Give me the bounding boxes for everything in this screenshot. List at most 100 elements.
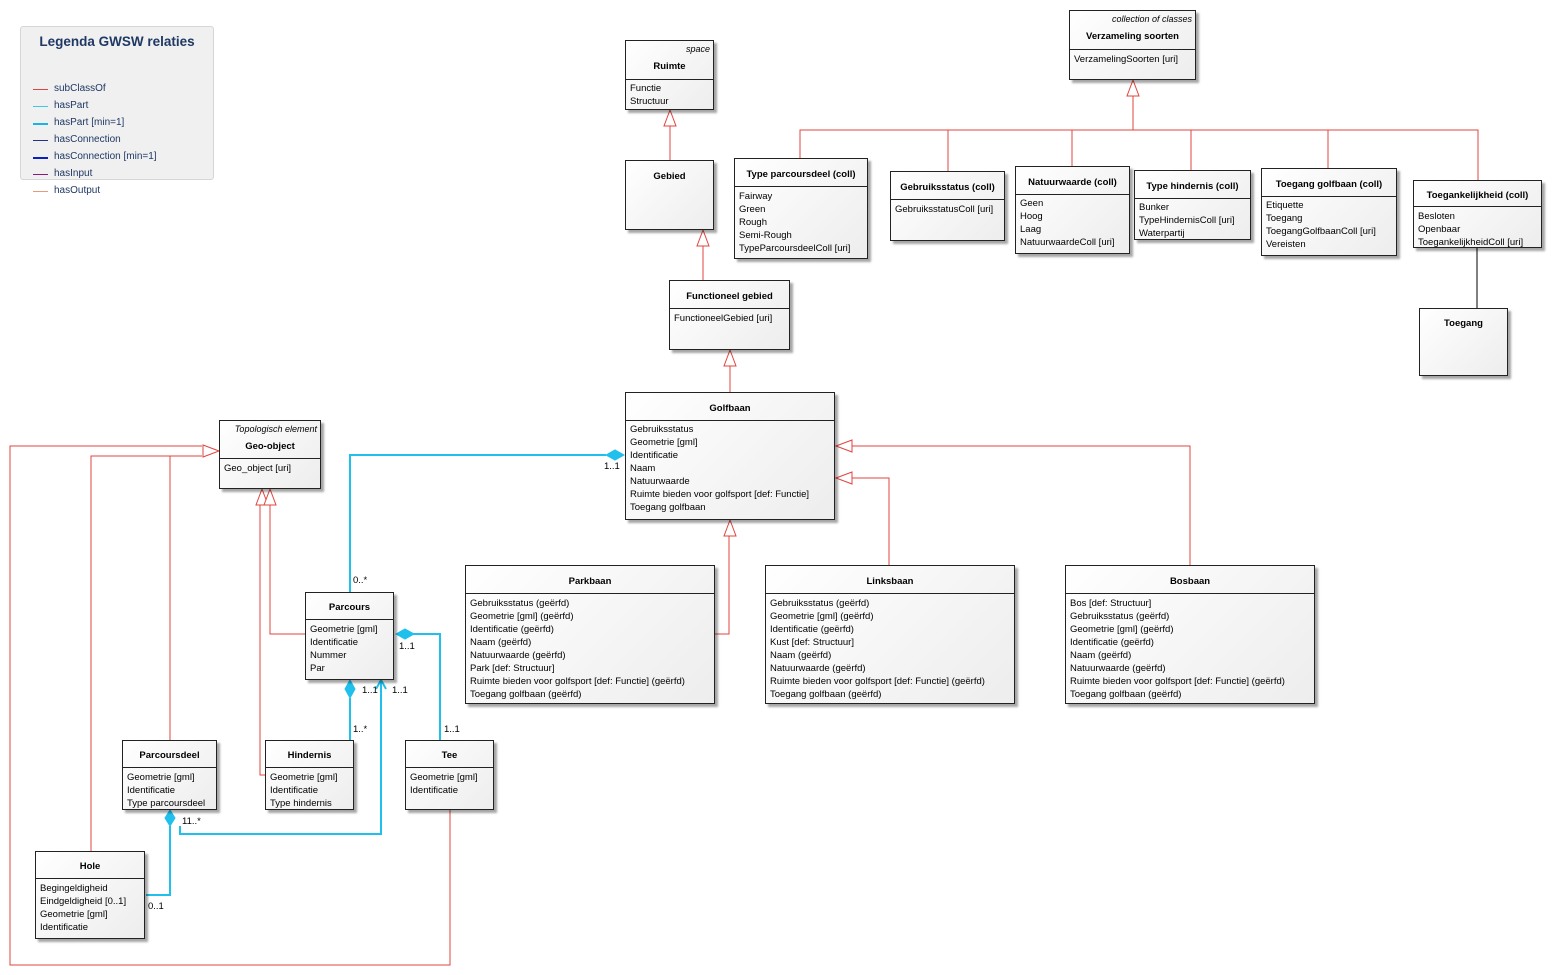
class-bosbaan[interactable]: Bosbaan Bos [def: Structuur]Gebruiksstat… xyxy=(1065,565,1315,704)
class-gebied[interactable]: Gebied xyxy=(625,160,714,230)
class-functioneel-gebied[interactable]: Functioneel gebied FunctioneelGebied [ur… xyxy=(669,280,790,350)
multiplicity-label: 1..1 xyxy=(362,685,378,696)
arrow-golfbaan-right2 xyxy=(834,471,853,485)
class-attributes: VerzamelingSoorten [uri] xyxy=(1074,54,1179,65)
gen-typeparcoursdeel xyxy=(799,129,1479,180)
class-toegang[interactable]: Toegang xyxy=(1419,308,1508,376)
arrowhead-parcours xyxy=(375,677,387,690)
class-name: Type hindernis (coll) xyxy=(1146,181,1239,192)
class-name: Gebruiksstatus (coll) xyxy=(900,182,995,193)
class-attributes: Gebruiksstatus (geërfd)Geometrie [gml] (… xyxy=(770,598,985,700)
multiplicity-label: 11..* xyxy=(182,816,201,827)
class-attributes: FunctioneelGebied [uri] xyxy=(674,313,773,324)
class-parkbaan[interactable]: Parkbaan Gebruiksstatus (geërfd)Geometri… xyxy=(465,565,715,704)
arrow-golfbaan-right1 xyxy=(834,439,853,453)
class-attributes: Geometrie [gml]Identificatie xyxy=(410,772,478,796)
multiplicity-label: 0..1 xyxy=(148,901,164,912)
multiplicity-label: 1..1 xyxy=(399,641,415,652)
legend-title: Legenda GWSW relaties xyxy=(39,34,195,49)
gen-hole xyxy=(90,455,202,852)
class-tee[interactable]: Tee Geometrie [gml]Identificatie xyxy=(405,740,494,810)
class-name: Toegang golfbaan (coll) xyxy=(1275,179,1383,190)
class-name: Toegankelijkheid (coll) xyxy=(1426,190,1529,201)
class-attributes: Gebruiksstatus (geërfd)Geometrie [gml] (… xyxy=(470,598,685,700)
class-name: Verzameling soorten xyxy=(1086,31,1179,42)
class-verzameling-soorten[interactable]: collection of classes Verzameling soorte… xyxy=(1069,10,1196,80)
diamond-golfbaan xyxy=(604,449,626,461)
multiplicity-label: 1..1 xyxy=(392,685,408,696)
class-name: Gebied xyxy=(653,171,686,182)
class-attributes: Bos [def: Structuur]Gebruiksstatus (geër… xyxy=(1070,598,1285,700)
class-name: Tee xyxy=(441,750,458,761)
class-name: Geo-object xyxy=(245,441,295,452)
diamond-parcours-right xyxy=(394,628,416,640)
class-name: Ruimte xyxy=(653,61,686,72)
diamond-parcoursdeel xyxy=(164,809,176,827)
class-parcoursdeel[interactable]: Parcoursdeel Geometrie [gml]Identificati… xyxy=(122,740,217,810)
arrow-golfbaan-bottom xyxy=(723,518,737,537)
class-attributes: Geo_object [uri] xyxy=(224,463,292,474)
class-name: Type parcoursdeel (coll) xyxy=(746,169,856,180)
multiplicity-label: 1..1 xyxy=(604,461,620,472)
class-attributes: GebruiksstatusColl [uri] xyxy=(895,204,994,215)
class-name: Parkbaan xyxy=(568,576,612,587)
multiplicity-label: 0..* xyxy=(353,575,368,586)
class-name: Parcoursdeel xyxy=(139,750,200,761)
gen-parkbaan xyxy=(715,536,730,635)
arrow-ruimte xyxy=(663,108,677,127)
arrow-geo-left xyxy=(202,444,221,458)
arrow-verzameling xyxy=(1126,78,1140,97)
class-geo-object[interactable]: Topologisch element Geo-object Geo_objec… xyxy=(219,420,321,489)
class-name: Hindernis xyxy=(287,750,332,761)
multiplicity-label: 1..* xyxy=(353,724,368,735)
haspart-parcours-tee xyxy=(412,633,441,740)
arrow-functioneel xyxy=(723,348,737,367)
haspart-golfbaan-parcours xyxy=(349,454,606,592)
haspart-parcours-parcoursdeel xyxy=(179,680,382,835)
class-name: Natuurwaarde (coll) xyxy=(1028,177,1117,188)
class-name: Hole xyxy=(79,861,101,872)
multiplicity-label: 1..1 xyxy=(444,724,460,735)
diamond-parcours-bottom xyxy=(344,678,356,700)
class-name: Bosbaan xyxy=(1169,576,1211,587)
gen-parcours xyxy=(269,505,306,635)
haspart-parcoursdeel-hole xyxy=(146,826,171,896)
gen-hindernis xyxy=(259,505,265,776)
gen-bosbaan xyxy=(851,445,1191,565)
arrow-gebied xyxy=(696,228,710,247)
legend: Legenda GWSW relaties subClassOf hasPart… xyxy=(20,26,214,196)
class-name: Parcours xyxy=(328,602,371,613)
gen-linksbaan xyxy=(851,477,890,565)
class-name: Toegang xyxy=(1444,318,1483,329)
class-gebruiksstatus[interactable]: Gebruiksstatus (coll) GebruiksstatusColl… xyxy=(890,171,1005,241)
gen-parcoursdeel xyxy=(169,455,202,740)
class-name: Golfbaan xyxy=(709,403,751,414)
class-name: Linksbaan xyxy=(866,576,914,587)
class-linksbaan[interactable]: Linksbaan Gebruiksstatus (geërfd)Geometr… xyxy=(765,565,1015,704)
class-name: Functioneel gebied xyxy=(686,291,773,302)
arrow-geo-bottom2 xyxy=(263,487,277,506)
gen-tee xyxy=(9,445,451,966)
